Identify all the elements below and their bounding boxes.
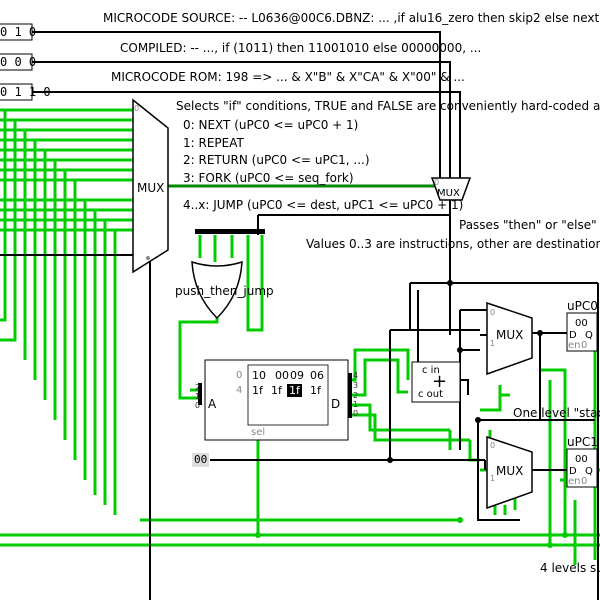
adder-plus-icon: + [432, 371, 448, 392]
rom-block [204, 359, 349, 441]
condition-mux-port-0: 0 [134, 104, 140, 113]
levels-note: 4 levels suf [540, 561, 600, 575]
condition-mux-label: MUX [137, 181, 165, 195]
rom-row-index-0: 0 [236, 370, 243, 381]
rom-cell: 09 [290, 369, 304, 382]
rom-cell: 06 [310, 369, 324, 382]
upc0-mux-label: MUX [496, 328, 524, 342]
upc1-mux-port-1: 1 [490, 474, 496, 483]
rom-row-index-4: 4 [236, 385, 243, 396]
upc0-en-pin: en [568, 340, 581, 351]
upc1-title: uPC1 [567, 435, 598, 449]
input-pin-3-value: 0 1 1 0 [0, 85, 51, 99]
microcode-rom-note: MICROCODE ROM: 198 => ... & X"B" & X"CA"… [111, 70, 465, 84]
rom-cell: 10 [252, 369, 266, 382]
push-then-jump-label: push_then_jump [175, 284, 274, 298]
stack-note: One level "stack" [513, 406, 600, 420]
green-junctions [255, 517, 568, 548]
upc1-value: 00 [575, 454, 588, 465]
rom-addr-bit: 1 [195, 392, 201, 401]
upc1-register [566, 448, 598, 488]
upc1-d-pin: D [569, 466, 577, 477]
adder-block [411, 361, 461, 403]
upc1-en-zero: 0 [581, 476, 588, 487]
upc0-title: uPC0 [567, 299, 598, 313]
upc0-mux-port-0: 0 [490, 308, 496, 317]
upc0-register [566, 312, 598, 352]
rom-address-pin: A [208, 397, 217, 411]
upc0-en-zero: 0 [581, 340, 588, 351]
input-pin-2-value: 0 0 0 [0, 55, 37, 69]
instr-return: 2: RETURN (uPC0 <= uPC1, ...) [183, 153, 370, 167]
param-mux-port-0: 0 [434, 178, 440, 187]
input-pins [0, 23, 33, 101]
instr-next: 0: NEXT (uPC0 <= uPC0 + 1) [183, 118, 359, 132]
adder-cout-label: c out [418, 389, 444, 400]
rom-cell: 1f [310, 384, 321, 397]
rom-cell: 1f [271, 384, 282, 397]
condition-bus [0, 108, 600, 565]
rom-cell: 00 [275, 369, 289, 382]
upc0-q-pin: Q [585, 330, 593, 341]
upc0-d-pin: D [569, 330, 577, 341]
microcode-source-note: MICROCODE SOURCE: -- L0636@00C6.DBNZ: ..… [103, 11, 600, 25]
passes-note: Passes "then" or "else" par [459, 218, 600, 232]
selects-note: Selects "if" conditions, TRUE and FALSE … [176, 99, 600, 113]
rom-data-bit: 2 [353, 391, 359, 400]
rom-cell: 1f [252, 384, 263, 397]
rom-addr-bit: 0 [195, 401, 201, 410]
upc0-mux-body [486, 301, 533, 376]
rom-sel-label: sel [251, 427, 266, 438]
rom-addr-bit: 2 [195, 383, 201, 392]
instr-fork: 3: FORK (uPC0 <= seq_fork) [183, 171, 354, 185]
upc0-value: 00 [575, 318, 588, 329]
param-mux-body [430, 177, 472, 201]
rom-cell-selected: 1f [287, 384, 302, 397]
input-pin-1-value: 0 1 0 [0, 25, 37, 39]
upc1-en-pin: en [568, 476, 581, 487]
upc0-mux-port-1: 1 [490, 339, 496, 348]
upc1-mux-label: MUX [496, 464, 524, 478]
push-then-jump-gate [191, 260, 243, 320]
instr-repeat: 1: REPEAT [183, 136, 244, 150]
rom-data-bit: 0 [353, 409, 359, 418]
upc1-q-pin: Q [585, 466, 593, 477]
adder-cin-label: c in [422, 365, 440, 376]
constant-00: 00 [192, 453, 210, 467]
values-note: Values 0..3 are instructions, other are … [306, 237, 600, 251]
param-mux-label: MUX [437, 188, 460, 199]
compiled-note: COMPILED: -- ..., if (1011) then 1100101… [120, 41, 482, 55]
upc1-mux-body [486, 435, 533, 510]
rom-data-bit: 1 [353, 400, 359, 409]
rom-data-pin: D [331, 397, 341, 411]
rom-data-bit: 3 [353, 381, 359, 390]
rom-data-bit: 4 [353, 371, 359, 380]
instr-jump: 4..x: JUMP (uPC0 <= dest, uPC1 <= uPC0 +… [183, 198, 464, 212]
upc1-mux-port-0: 0 [490, 441, 496, 450]
condition-mux-body [132, 98, 169, 274]
